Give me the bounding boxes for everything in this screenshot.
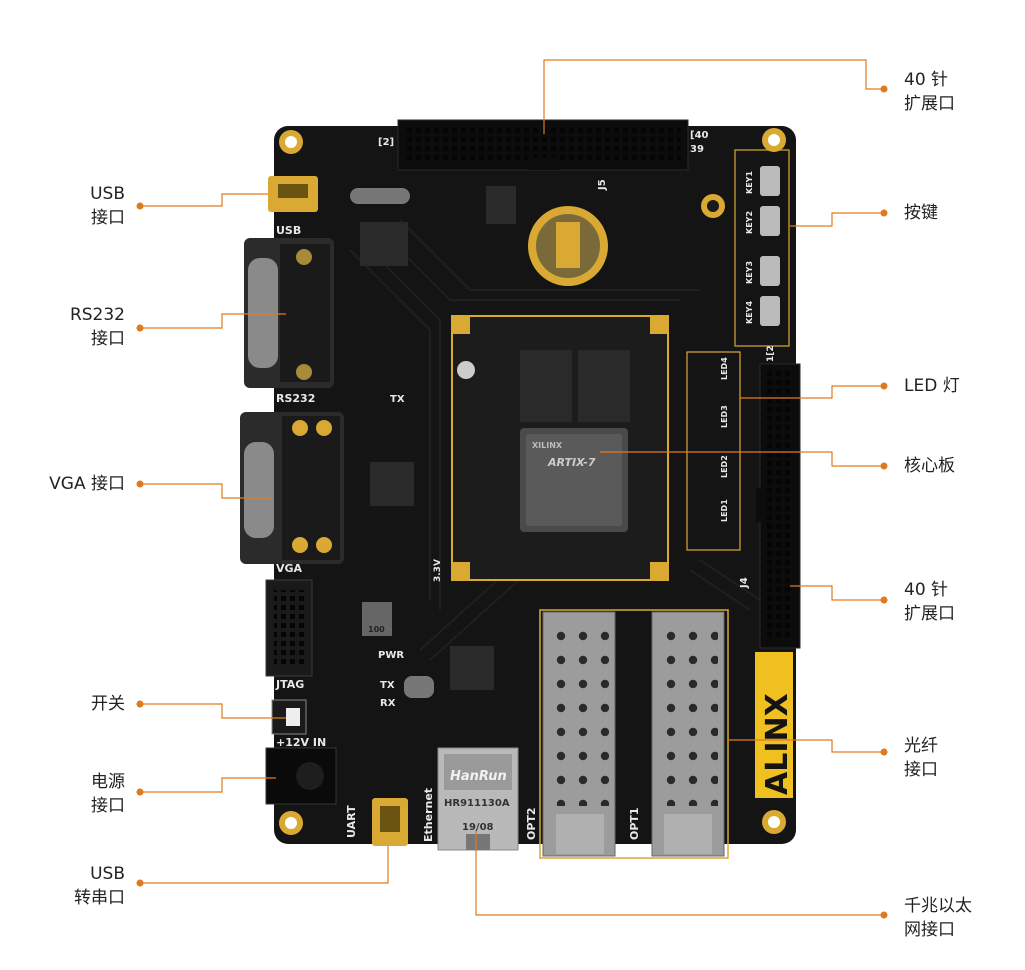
label-led: LED 灯 [904,376,960,396]
label-keys: 按键 [904,203,938,223]
silk-pin-left: [2] [378,137,394,148]
label-fiber: 光纤接口 [904,736,938,780]
silk-pwr: PWR [378,650,404,661]
inductor-mark: 100 [368,625,385,634]
silk-jtag: JTAG [275,678,304,691]
label-power: 电源接口 [91,772,125,816]
label-switch: 开关 [91,694,125,714]
silk-key1: KEY1 [745,171,754,194]
label-ethernet: 千兆以太网接口 [904,896,972,940]
mounting-holes [279,128,786,835]
leader-dots [136,85,888,919]
silk-rx: RX [380,698,396,709]
led-frame [686,351,741,551]
silk-opt2: OPT2 [525,807,538,840]
fpga-family: ARTIX-7 [547,456,596,469]
sfp-cage-opt2 [542,611,616,857]
silk-key4: KEY4 [745,301,754,324]
pcb-traces [349,219,761,661]
silk-j4: J4 [739,577,750,589]
j4-header [756,363,801,649]
label-exp40-top: 40 针扩展口 [904,70,955,114]
magjack-model: HR911130A [444,798,510,809]
silk-led4: LED4 [720,357,729,380]
usb-uart-connector [372,798,408,846]
misc-chips [350,186,516,698]
silk-pin-right2: 39 [690,144,704,155]
silk-tx-1: TX [390,394,405,405]
silk-3v3: 3.3V [433,559,443,582]
silk-uart: UART [345,805,358,838]
usb-connector [268,176,318,212]
label-vga: VGA 接口 [49,474,125,494]
silk-opt1: OPT1 [628,807,641,840]
brand-alinx: ALINX [760,693,795,795]
fpga-brand: XILINX [532,441,563,450]
silk-j5: J5 [597,179,608,191]
silk-power-in: +12V IN [276,736,326,749]
silk-tx-2: TX [380,680,395,691]
rtc-battery [528,206,608,286]
j5-header [397,119,689,171]
silk-usb: USB [276,224,301,237]
silk-led2: LED2 [720,455,729,478]
ethernet-connector [437,747,519,851]
sfp-frame [539,609,729,859]
silk-led1: LED1 [720,499,729,522]
label-core: 核心板 [904,456,955,476]
silk-vga: VGA [276,562,303,575]
silk-rs232: RS232 [276,392,315,405]
rs232-connector [244,238,334,388]
silk-led3: LED3 [720,405,729,428]
core-board [451,315,669,581]
magjack-brand: HanRun [450,769,507,784]
silk-pin-right: [40 [690,130,709,141]
vga-connector [240,412,344,564]
label-exp40-bottom: 40 针扩展口 [904,580,955,624]
power-jack [265,747,337,805]
silk-key3: KEY3 [745,261,754,284]
sfp-cage-opt1 [651,611,725,857]
alinx-band [755,652,793,798]
silk-ethernet: Ethernet [422,788,435,842]
keys-group [734,149,790,347]
power-switch [271,699,307,735]
leader-lines [140,59,883,916]
jtag-connector [265,579,313,677]
silk-pin-side: 1[2 [766,345,776,362]
silk-key2: KEY2 [745,211,754,234]
magjack-date: 19/08 [462,822,494,833]
